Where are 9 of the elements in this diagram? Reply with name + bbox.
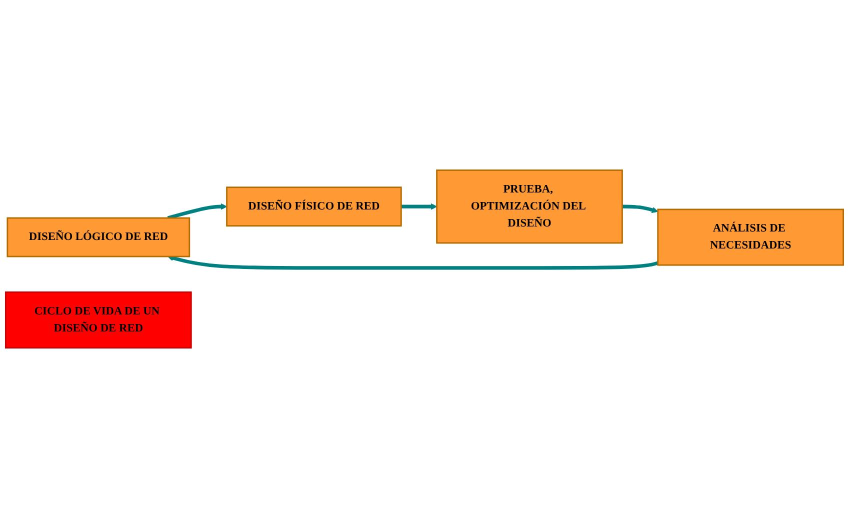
arrow xyxy=(622,204,658,214)
node-box: ANÁLISIS DE NECESIDADES xyxy=(657,208,844,266)
arrow xyxy=(167,203,228,220)
node-box: DISEÑO FÍSICO DE RED xyxy=(226,186,402,227)
node-box: DISEÑO LÓGICO DE RED xyxy=(6,217,190,258)
arrow xyxy=(401,203,438,210)
arrow xyxy=(168,255,658,270)
node-box: CICLO DE VIDA DE UN DISEÑO DE RED xyxy=(5,291,192,348)
node-box: PRUEBA, OPTIMIZACIÓN DEL DISEÑO xyxy=(436,170,623,244)
